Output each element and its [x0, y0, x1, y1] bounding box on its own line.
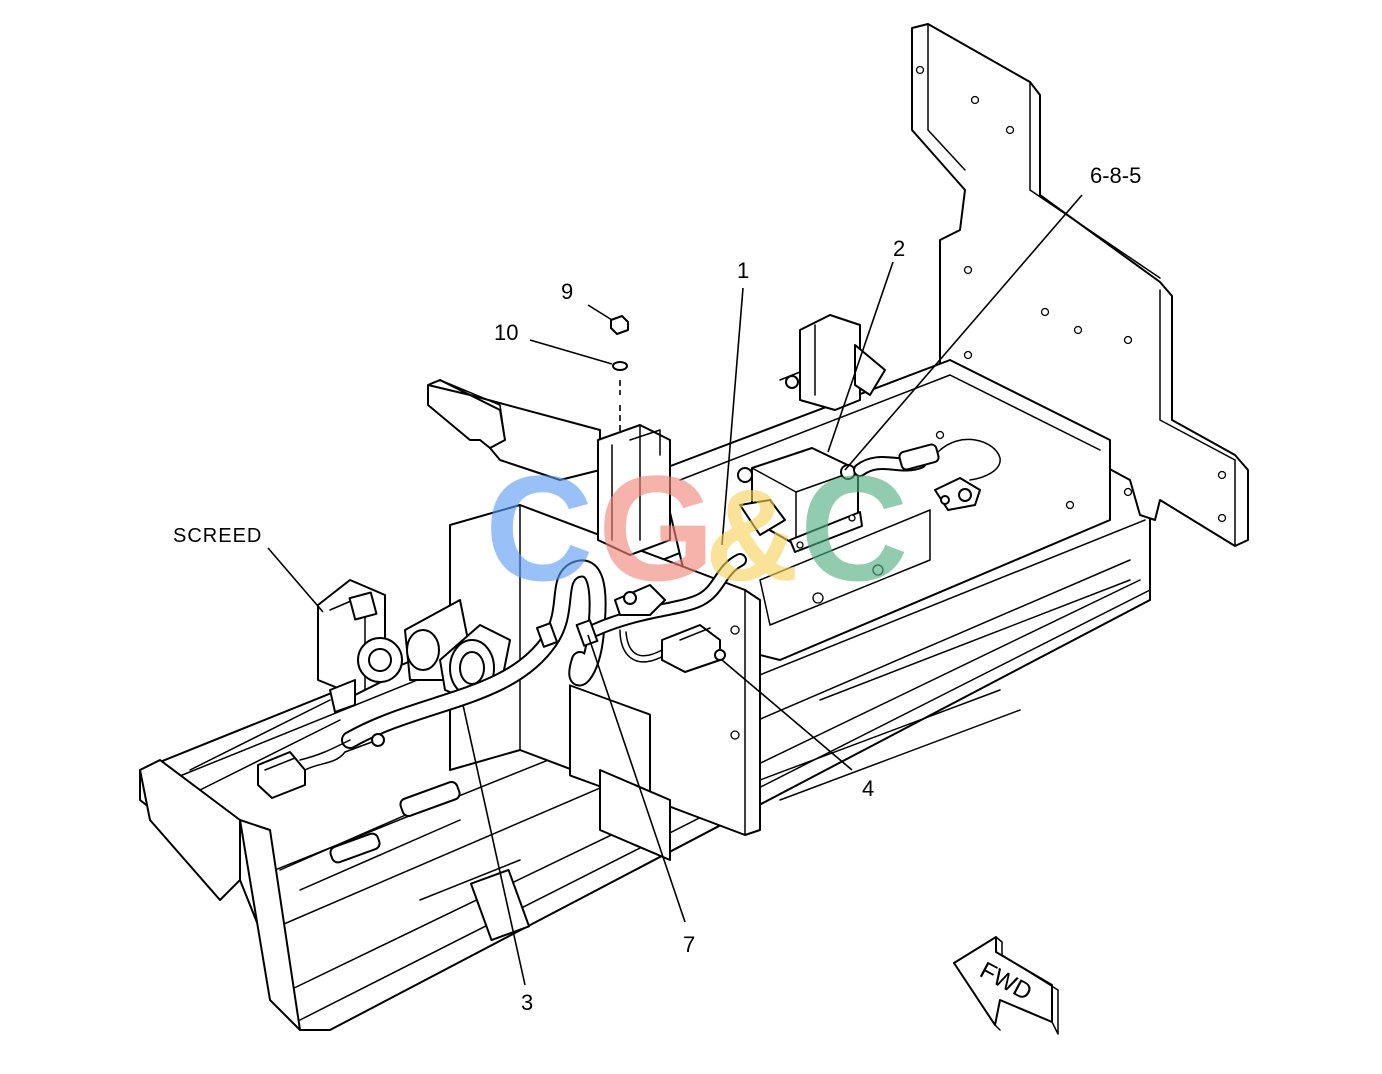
- leader-screed: [267, 547, 324, 613]
- callout-3: 3: [521, 990, 533, 1015]
- callout-1: 1: [737, 258, 749, 283]
- bolt-and-washer: [610, 315, 629, 435]
- screed-label: SCREED: [173, 525, 262, 547]
- right-harness: [853, 438, 1001, 511]
- bolt: [610, 315, 629, 335]
- left-connector: [257, 751, 306, 799]
- rail-end-left: [139, 759, 241, 901]
- leader-3: [462, 704, 526, 986]
- watermark: C G & C: [485, 444, 908, 612]
- top-bracket: [779, 314, 886, 411]
- watermark-letter-3: &: [705, 462, 799, 608]
- callout-6-8-5: 6-8-5: [1090, 163, 1141, 188]
- small-connector: [614, 584, 726, 673]
- left-bracket: [427, 379, 601, 481]
- washer: [612, 361, 628, 371]
- callout-10: 10: [494, 320, 518, 345]
- watermark-letter-2: G: [598, 444, 715, 612]
- leader-1: [721, 287, 744, 546]
- callout-7: 7: [683, 932, 695, 957]
- leader-10: [529, 339, 613, 365]
- fwd-arrow: FWD: [953, 936, 1059, 1035]
- watermark-letter-4: C: [800, 444, 908, 612]
- leader-7: [587, 634, 686, 923]
- right-bracket-plate: [911, 23, 1249, 547]
- leader-lines: [267, 194, 1083, 986]
- leader-9: [587, 304, 613, 321]
- watermark-letter-1: C: [485, 444, 593, 612]
- callout-2: 2: [893, 236, 905, 261]
- leader-4: [721, 659, 853, 771]
- callout-9: 9: [561, 279, 573, 304]
- callouts: 1 2 6-8-5 9 10 4 7 3 SCREED: [173, 163, 1141, 1015]
- slotted-bracket: [597, 424, 671, 556]
- wiring-harness: [257, 553, 747, 799]
- leader-2: [827, 261, 894, 453]
- callout-4: 4: [862, 776, 874, 801]
- upright-plate: [449, 504, 761, 861]
- component-box: [737, 447, 863, 553]
- screed-bracket: [317, 579, 403, 713]
- leader-685: [844, 194, 1083, 471]
